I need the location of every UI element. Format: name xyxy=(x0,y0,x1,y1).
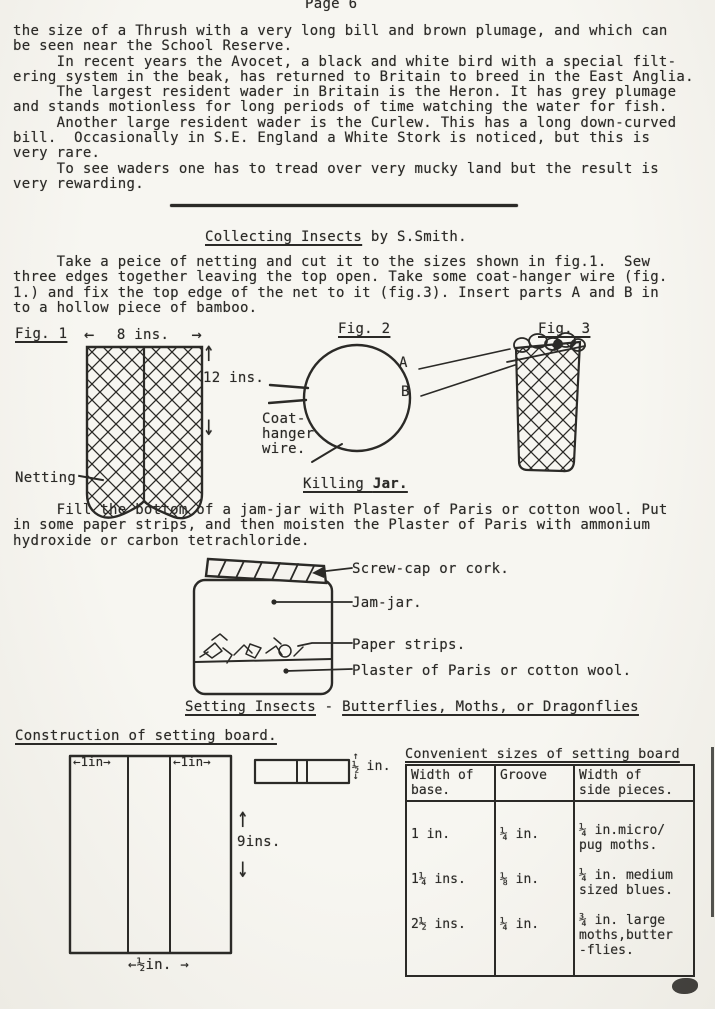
paragraph-line: bill. Occasionally in S.E. England a Whi… xyxy=(13,130,651,147)
section-divider xyxy=(170,204,518,207)
collecting-insects-heading: Collecting Insects by S.Smith. xyxy=(205,229,467,245)
jar-paper-label: Paper strips. xyxy=(352,637,466,653)
board-cross-section-diagram xyxy=(253,758,351,785)
table-header-row: Width of base. Groove Width of side piec… xyxy=(405,764,695,802)
fig3-label: Fig. 3 xyxy=(538,321,591,337)
construction-heading: Construction of setting board. xyxy=(15,728,277,744)
table-body-row: 1 in. 1¼ ins. 2½ ins. ¼ in. ⅛ in. ¼ in. … xyxy=(405,800,695,977)
heading-part: Butterflies, Moths, or Dragonflies xyxy=(342,699,639,715)
side-pieces-column: ¼ in.micro/ pug moths. ¼ in. medium size… xyxy=(573,800,695,977)
paragraph-line: Take a peice of netting and cut it to th… xyxy=(13,254,651,270)
paragraph-line: very rewarding. xyxy=(13,175,144,192)
fig2-wire-callout: Coat- hanger wire. xyxy=(262,411,315,457)
table-cell: ¾ in. large moths,butter -flies. xyxy=(579,913,673,958)
fig1-width-value: 8 ins. xyxy=(116,327,170,343)
paragraph-line: ering system in the beak, has returned t… xyxy=(13,68,694,85)
paragraph-line: to a hollow piece of bamboo. xyxy=(13,299,258,316)
table-cell: ¼ in. medium sized blues. xyxy=(579,868,673,898)
heading-word: Killing xyxy=(303,476,373,492)
table-cell: ¼ in. xyxy=(500,827,540,842)
table-cell: ⅛ in. xyxy=(500,872,540,887)
table-cell: ¼ in.micro/ pug moths. xyxy=(579,823,666,853)
jar-cap-label: Screw-cap or cork. xyxy=(352,561,510,577)
column-header: Width of base. xyxy=(405,764,496,802)
killing-jar-diagram xyxy=(192,557,353,696)
fig2-wire-hoop-diagram xyxy=(268,343,412,463)
paragraph-line: the size of a Thrush with a very long bi… xyxy=(13,23,668,39)
arrow-down-icon: ↓ xyxy=(203,409,215,443)
board-right-width-dimension: ←1in→ xyxy=(173,754,211,769)
collecting-paragraph: Take a peice of netting and cut it to th… xyxy=(13,254,668,316)
fig1-width-dimension: ← 8 ins. → xyxy=(84,325,202,345)
jar-plaster-label: Plaster of Paris or cotton wool. xyxy=(352,663,632,679)
killing-jar-paragraph: Fill the bottom of a jam-jar with Plaste… xyxy=(13,502,668,549)
thickness-arrows: ↑ ½ ↓ xyxy=(352,751,360,782)
page-number: Page 6 xyxy=(305,0,358,12)
column-header: Width of side pieces. xyxy=(573,764,695,802)
paragraph-line: very rare. xyxy=(13,145,101,162)
groove-column: ¼ in. ⅛ in. ¼ in. xyxy=(494,800,575,977)
fig1-label: Fig. 1 xyxy=(15,326,68,342)
board-thickness-dimension: ↑ ½ ↓ in. xyxy=(352,751,391,782)
heading-dash: - xyxy=(315,699,343,715)
fig1-height-value: 12 ins. xyxy=(203,370,265,386)
paragraph-line: and stands motionless for long periods o… xyxy=(13,99,668,116)
paragraph-line: In recent years the Avocet, a black and … xyxy=(13,53,677,70)
heading-byline: by S.Smith. xyxy=(362,229,467,245)
leader-line xyxy=(78,474,105,482)
table-cell: ¼ in. xyxy=(500,917,540,932)
sizes-table-section: Convenient sizes of setting board Width … xyxy=(405,746,695,977)
base-width-column: 1 in. 1¼ ins. 2½ ins. xyxy=(405,800,496,977)
scan-edge-artifact xyxy=(711,747,714,917)
arrow-up-icon: ↑ xyxy=(237,801,249,835)
fig1-netting-callout: Netting xyxy=(15,470,105,486)
arrow-left-icon: ← xyxy=(84,325,95,345)
sizes-table: Width of base. Groove Width of side piec… xyxy=(405,764,695,977)
heading-part: Setting Insects xyxy=(185,699,316,715)
board-height-dimension: ↑ 9ins. ↓ xyxy=(237,804,281,883)
thickness-unit: in. xyxy=(366,759,391,774)
heading-title: Collecting Insects xyxy=(205,229,363,245)
arrow-up-icon: ↑ xyxy=(203,335,215,369)
paragraph-line: 1.) and fix the top edge of the net to i… xyxy=(13,284,659,301)
arrow-down-icon: ↓ xyxy=(352,771,359,782)
board-height-value: 9ins. xyxy=(237,834,281,850)
heading-word-bold: Jar. xyxy=(372,476,408,492)
arrow-up-icon: ↑ xyxy=(352,751,359,762)
fig1-netting-diagram xyxy=(85,345,204,520)
table-cell: 1 in. xyxy=(411,827,451,842)
arrow-down-icon: ↓ xyxy=(237,851,249,885)
board-left-width-dimension: ←1in→ xyxy=(73,754,111,769)
killing-jar-heading: Killing Jar. xyxy=(303,476,408,492)
table-cell: 2½ ins. xyxy=(411,917,466,932)
fig3-part-b-label: B xyxy=(401,384,410,400)
fig3-net-bag-diagram xyxy=(418,332,586,473)
sizes-table-title: Convenient sizes of setting board xyxy=(405,746,680,762)
column-header: Groove xyxy=(494,764,575,802)
paragraph-line: in some paper strips, and then moisten t… xyxy=(13,517,651,534)
paragraph-line: Fill the bottom of a jam-jar with Plaste… xyxy=(13,502,668,518)
setting-board-diagram xyxy=(68,754,233,955)
paragraph-line: To see waders one has to tread over very… xyxy=(13,160,659,177)
board-bottom-dimension: ←½in. → xyxy=(128,957,190,973)
paragraph-line: The largest resident wader in Britain is… xyxy=(13,84,677,101)
fig1-height-dimension: ↑ 12 ins. ↓ xyxy=(203,338,265,441)
fig3-part-a-label: A xyxy=(399,355,408,371)
fig2-label: Fig. 2 xyxy=(338,321,391,337)
thickness-fraction: ½ xyxy=(352,760,360,774)
jar-body-label: Jam-jar. xyxy=(352,595,422,611)
table-cell: 1¼ ins. xyxy=(411,872,466,887)
scan-smudge xyxy=(672,978,698,994)
setting-insects-heading: Setting Insects - Butterflies, Moths, or… xyxy=(185,699,639,715)
intro-paragraph: the size of a Thrush with a very long bi… xyxy=(13,23,694,192)
paragraph-line: three edges together leaving the top ope… xyxy=(13,269,668,286)
paragraph-line: hydroxide or carbon tetrachloride. xyxy=(13,532,310,549)
netting-label: Netting xyxy=(15,470,77,486)
arrow-right-icon: → xyxy=(191,325,202,345)
paragraph-line: Another large resident wader is the Curl… xyxy=(13,114,677,131)
paragraph-line: be seen near the School Reserve. xyxy=(13,38,293,55)
